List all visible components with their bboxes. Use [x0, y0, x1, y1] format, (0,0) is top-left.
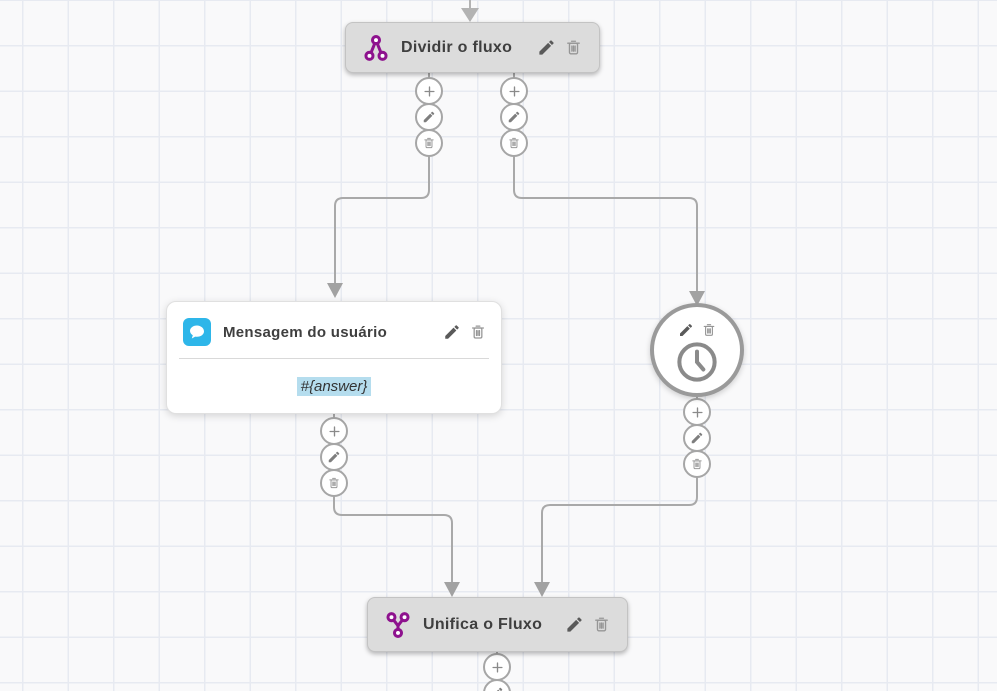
chat-bubble-icon [183, 318, 211, 346]
connector-actions-left [415, 77, 443, 157]
node-title: Dividir o fluxo [401, 38, 513, 56]
delete-connection-button[interactable] [500, 129, 528, 157]
edit-connection-button[interactable] [683, 424, 711, 452]
edit-connection-button[interactable] [500, 103, 528, 131]
node-title: Mensagem do usuário [223, 323, 388, 341]
node-title: Unifica o Fluxo [423, 615, 543, 633]
split-icon [362, 34, 390, 62]
node-merge-flow[interactable]: Unifica o Fluxo [367, 597, 628, 652]
edit-connection-button[interactable] [483, 679, 511, 691]
edit-node-button[interactable] [565, 615, 584, 634]
add-step-button[interactable] [415, 77, 443, 105]
add-step-button[interactable] [483, 653, 511, 681]
clock-icon [674, 339, 720, 385]
node-timer[interactable] [650, 303, 744, 397]
edit-node-button[interactable] [678, 322, 694, 338]
edit-connection-button[interactable] [320, 443, 348, 471]
delete-node-button[interactable] [701, 322, 717, 338]
add-step-button[interactable] [320, 417, 348, 445]
node-user-message[interactable]: Mensagem do usuário #{answer} [166, 301, 502, 414]
merge-icon [384, 611, 412, 639]
edit-node-button[interactable] [537, 38, 556, 57]
connector-actions-right [500, 77, 528, 157]
node-divider [179, 358, 489, 359]
delete-connection-button[interactable] [320, 469, 348, 497]
delete-node-button[interactable] [592, 615, 611, 634]
connector-actions-timer [683, 398, 711, 478]
add-step-button[interactable] [683, 398, 711, 426]
node-divide-flow[interactable]: Dividir o fluxo [345, 22, 600, 73]
edit-connection-button[interactable] [415, 103, 443, 131]
connector-actions-message [320, 417, 348, 497]
delete-connection-button[interactable] [415, 129, 443, 157]
edit-node-button[interactable] [443, 323, 461, 341]
delete-node-button[interactable] [564, 38, 583, 57]
delete-connection-button[interactable] [683, 450, 711, 478]
variable-chip: #{answer} [296, 376, 372, 396]
connector-actions-merge [483, 653, 511, 691]
arrowhead-icon [327, 8, 705, 597]
add-step-button[interactable] [500, 77, 528, 105]
delete-node-button[interactable] [469, 323, 487, 341]
